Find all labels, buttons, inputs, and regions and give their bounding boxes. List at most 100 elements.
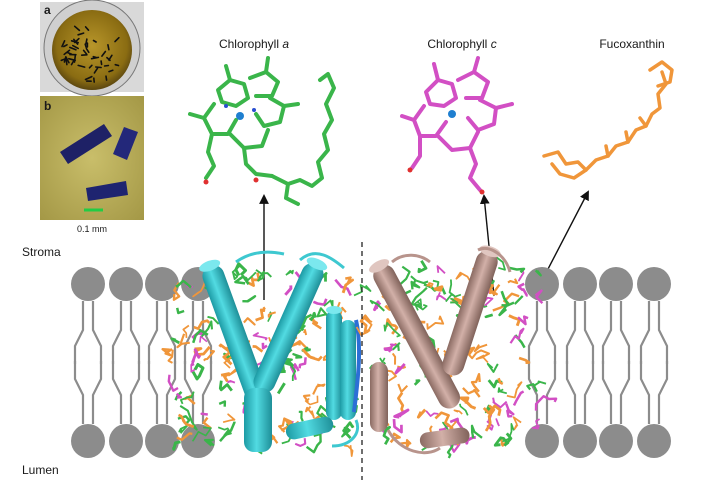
crystal-mark xyxy=(70,60,75,66)
lipid-tail-bottom xyxy=(639,361,669,424)
pigment-stick xyxy=(323,299,334,308)
lipid-tail-bottom xyxy=(111,361,141,424)
pigment-stick xyxy=(167,349,174,364)
crystal-mark xyxy=(93,67,99,74)
pigment-stick xyxy=(509,327,525,344)
pigment-stick xyxy=(512,390,525,406)
pigment-stick xyxy=(203,438,215,447)
pigment-stick xyxy=(261,342,268,350)
pigment-stick xyxy=(276,382,286,395)
pigment-stick xyxy=(497,387,508,395)
pigment-stick xyxy=(534,395,558,411)
crystal-mark xyxy=(114,36,120,43)
crystal-mark xyxy=(92,55,98,59)
pigment-stick xyxy=(410,286,428,307)
pigment-stick xyxy=(242,271,257,282)
crystal-mark xyxy=(105,75,108,81)
crystal-mark xyxy=(114,63,120,67)
pigment-stick xyxy=(200,320,214,338)
panel-b-crystal-photo xyxy=(40,96,144,220)
crystal-mark xyxy=(92,39,97,43)
pigment-stick xyxy=(243,317,256,326)
pigment-stick xyxy=(508,266,526,274)
lipid-bilayer xyxy=(71,267,671,458)
fucoxanthin-molecule xyxy=(542,60,674,180)
pigment-stick xyxy=(218,380,233,392)
pigment-stick xyxy=(502,423,515,443)
pigment-stick xyxy=(192,279,207,298)
lumen-label: Lumen xyxy=(22,463,59,477)
pigment-stick xyxy=(475,354,489,364)
lipid-head-bottom xyxy=(145,424,179,458)
pigment-stick xyxy=(410,278,421,290)
pigment-stick xyxy=(410,275,429,284)
pigment-stick xyxy=(414,303,428,311)
pigment-stick xyxy=(488,284,498,297)
pigment-stick xyxy=(218,400,227,407)
pigment-stick xyxy=(309,311,317,322)
pigment-stick xyxy=(495,418,500,427)
pigment-stick xyxy=(442,421,449,431)
pigment-stick xyxy=(359,314,372,334)
crystal-mark xyxy=(85,38,88,45)
pigment-stick xyxy=(298,410,304,422)
pigment-stick xyxy=(175,279,192,289)
pigment-stick xyxy=(203,349,216,362)
pigment-stick xyxy=(193,319,211,330)
lipid-tail-bottom xyxy=(147,361,177,424)
pigment-stick xyxy=(531,418,540,430)
lipid-head-bottom xyxy=(71,424,105,458)
pigment-stick xyxy=(486,362,499,373)
pigment-stick xyxy=(226,380,236,384)
pigment-stick xyxy=(394,362,406,375)
lipid-head-top xyxy=(109,267,143,301)
pigment-stick xyxy=(382,425,391,445)
pigment-stick xyxy=(180,391,195,405)
pigment-stick xyxy=(482,404,502,417)
lipid-tail-bottom xyxy=(565,361,595,424)
pigment-stick xyxy=(312,298,328,306)
pigment-stick xyxy=(462,387,481,398)
pigment-stick xyxy=(492,397,508,409)
pigment-stick xyxy=(299,313,313,332)
pigment-stick xyxy=(304,405,315,419)
scale-bar-label: 0.1 mm xyxy=(77,224,107,234)
protein-left-monomer xyxy=(161,250,372,457)
panel-a-dish-photo xyxy=(40,0,144,97)
pigment-stick xyxy=(190,360,198,373)
pigment-stick xyxy=(388,343,399,353)
crystal-mark xyxy=(84,43,87,49)
pigment-stick xyxy=(292,353,303,359)
crystal-mark xyxy=(108,69,114,73)
pigment-stick xyxy=(392,419,403,434)
crystal-mark xyxy=(77,32,85,36)
crystal-mark xyxy=(70,39,79,44)
pigment-stick xyxy=(343,444,354,457)
pigment-stick xyxy=(341,278,354,294)
pigment-stick xyxy=(493,436,510,447)
pigment-stick xyxy=(302,394,311,403)
pigment-stick xyxy=(512,416,522,431)
pigment-stick xyxy=(234,262,247,277)
pigment-stick xyxy=(284,285,293,296)
pigment-stick xyxy=(170,337,180,345)
pigment-stick xyxy=(175,392,183,399)
pigment-stick xyxy=(179,405,198,431)
pigment-stick xyxy=(459,396,477,410)
pigment-stick xyxy=(526,383,538,393)
lipid-head-top xyxy=(637,267,671,301)
lipid-head-top xyxy=(599,267,633,301)
pigment-stick xyxy=(222,413,236,424)
pigment-stick xyxy=(219,421,236,443)
pigment-stick xyxy=(217,426,232,437)
pigment-stick xyxy=(445,279,456,303)
pigment-stick xyxy=(355,317,373,336)
pigment-stick xyxy=(425,410,439,417)
lipid-head-top xyxy=(145,267,179,301)
pigment-stick xyxy=(353,284,372,297)
crystal-mark xyxy=(62,43,68,48)
pigment-stick xyxy=(255,269,272,278)
crystal-mark xyxy=(90,56,100,60)
pigment-stick xyxy=(518,356,531,365)
lipid-head-bottom xyxy=(525,424,559,458)
